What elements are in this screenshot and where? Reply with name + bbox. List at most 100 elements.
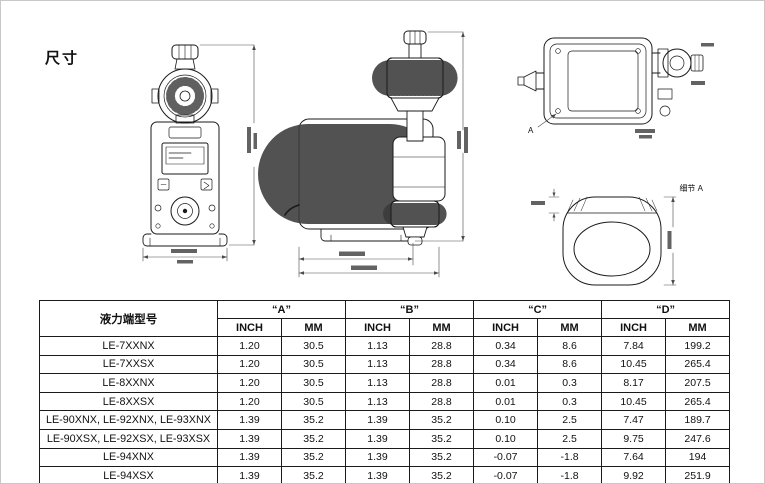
table-row: LE-94XSX 1.39 35.2 1.39 35.2 -0.07 -1.8 … [39, 466, 731, 483]
value-cell: 1.20 [217, 336, 282, 356]
value-cell: -1.8 [537, 466, 603, 483]
value-cell: 8.6 [537, 354, 603, 375]
value-cell: 1.39 [345, 466, 411, 483]
detail-view-dimensions: 细节 A [531, 183, 704, 286]
dimension-table: 液力端型号 “A” “B” “C” “D” INCH MM INCH MM IN… [39, 300, 731, 483]
value-cell: 9.92 [601, 466, 667, 483]
value-cell: 1.39 [217, 466, 282, 483]
value-cell: 1.13 [345, 336, 411, 356]
value-cell: 0.10 [473, 428, 539, 449]
value-cell: 189.7 [665, 410, 731, 430]
unit-header-cell: INCH [473, 318, 539, 337]
value-cell: 0.34 [473, 354, 539, 375]
value-cell: 0.01 [473, 391, 539, 412]
value-cell: 194 [665, 447, 731, 468]
table-row: LE-90XNX, LE-92XNX, LE-93XNX 1.39 35.2 1… [39, 410, 731, 430]
value-cell: 1.39 [217, 447, 282, 468]
value-cell: 0.01 [473, 373, 539, 393]
pump-top-view-drawing [517, 37, 704, 125]
table-header-row: 液力端型号 “A” “B” “C” “D” [39, 300, 731, 337]
value-cell: 247.6 [665, 428, 731, 449]
model-cell: LE-8XXNX [39, 373, 218, 393]
unit-header-cell: INCH [601, 318, 667, 337]
value-cell: 35.2 [409, 447, 475, 468]
value-cell: 0.3 [537, 373, 603, 393]
value-cell: 8.17 [601, 373, 667, 393]
unit-header-cell: INCH [345, 318, 411, 337]
value-cell: 7.47 [601, 410, 667, 430]
value-cell: 1.20 [217, 354, 282, 375]
table-row: LE-7XXNX 1.20 30.5 1.13 28.8 0.34 8.6 7.… [39, 336, 731, 356]
value-cell: 0.34 [473, 336, 539, 356]
value-cell: -1.8 [537, 447, 603, 468]
value-cell: 7.64 [601, 447, 667, 468]
model-cell: LE-94XSX [39, 466, 218, 483]
table-row: LE-90XSX, LE-92XSX, LE-93XSX 1.39 35.2 1… [39, 428, 731, 449]
detail-label: 细节 A [679, 183, 703, 193]
value-cell: 28.8 [409, 391, 475, 412]
unit-header-cell: MM [409, 318, 475, 337]
value-cell: 1.39 [345, 447, 411, 468]
value-cell: 7.84 [601, 336, 667, 356]
value-cell: 30.5 [280, 373, 347, 393]
value-cell: 35.2 [280, 447, 347, 468]
value-cell: 30.5 [280, 391, 347, 412]
value-cell: 2.5 [537, 410, 603, 430]
table-subheader-row: INCH MM INCH MM INCH MM INCH MM [40, 318, 731, 337]
dim-header-cell-c: “C” [473, 300, 603, 319]
value-cell: 30.5 [280, 354, 347, 375]
value-cell: 207.5 [665, 373, 731, 393]
value-cell: 8.6 [537, 336, 603, 356]
value-cell: 2.5 [537, 428, 603, 449]
value-cell: -0.07 [473, 447, 539, 468]
value-cell: 1.39 [217, 428, 282, 449]
dim-header-cell-b: “B” [345, 300, 475, 319]
model-cell: LE-90XNX, LE-92XNX, LE-93XNX [39, 410, 218, 430]
value-cell: 1.39 [345, 410, 411, 430]
model-cell: LE-7XXSX [39, 354, 218, 375]
value-cell: 1.20 [217, 391, 282, 412]
front-view-dimensions [142, 44, 257, 264]
value-cell: 9.75 [601, 428, 667, 449]
value-cell: 35.2 [280, 428, 347, 449]
unit-header-cell: MM [280, 318, 347, 337]
table-row: LE-7XXSX 1.20 30.5 1.13 28.8 0.34 8.6 10… [39, 354, 731, 375]
value-cell: 28.8 [409, 354, 475, 375]
value-cell: 28.8 [409, 336, 475, 356]
technical-drawings: A 细节 A [142, 30, 714, 286]
value-cell: -0.07 [473, 466, 539, 483]
value-cell: 1.39 [345, 428, 411, 449]
value-cell: 1.13 [345, 354, 411, 375]
model-cell: LE-90XSX, LE-92XSX, LE-93XSX [39, 428, 218, 449]
model-header-cell: 液力端型号 [39, 300, 218, 337]
value-cell: 1.13 [345, 391, 411, 412]
value-cell: 28.8 [409, 373, 475, 393]
value-cell: 0.3 [537, 391, 603, 412]
table-row: LE-8XXSX 1.20 30.5 1.13 28.8 0.01 0.3 10… [39, 391, 731, 412]
table-row: LE-8XXNX 1.20 30.5 1.13 28.8 0.01 0.3 8.… [39, 373, 731, 393]
value-cell: 35.2 [280, 466, 347, 483]
value-cell: 10.45 [601, 391, 667, 412]
value-cell: 1.13 [345, 373, 411, 393]
unit-header-cell: MM [537, 318, 603, 337]
dim-header-cell-a: “A” [216, 300, 347, 319]
unit-header-cell: INCH [217, 318, 282, 337]
value-cell: 35.2 [409, 428, 475, 449]
value-cell: 265.4 [665, 354, 731, 375]
value-cell: 30.5 [280, 336, 347, 356]
table-row: LE-94XNX 1.39 35.2 1.39 35.2 -0.07 -1.8 … [39, 447, 731, 468]
side-view-dimensions [298, 31, 468, 278]
value-cell: 35.2 [280, 410, 347, 430]
value-cell: 199.2 [665, 336, 731, 356]
unit-header-cell: MM [665, 318, 731, 337]
model-cell: LE-94XNX [39, 447, 218, 468]
dim-header-cell-d: “D” [601, 300, 731, 319]
detail-view-drawing [562, 196, 662, 286]
pump-side-view-drawing [258, 30, 458, 246]
value-cell: 251.9 [665, 466, 731, 483]
section-pointer-label: A [528, 126, 534, 135]
value-cell: 35.2 [409, 466, 475, 483]
pump-front-view-drawing [142, 44, 228, 247]
value-cell: 10.45 [601, 354, 667, 375]
